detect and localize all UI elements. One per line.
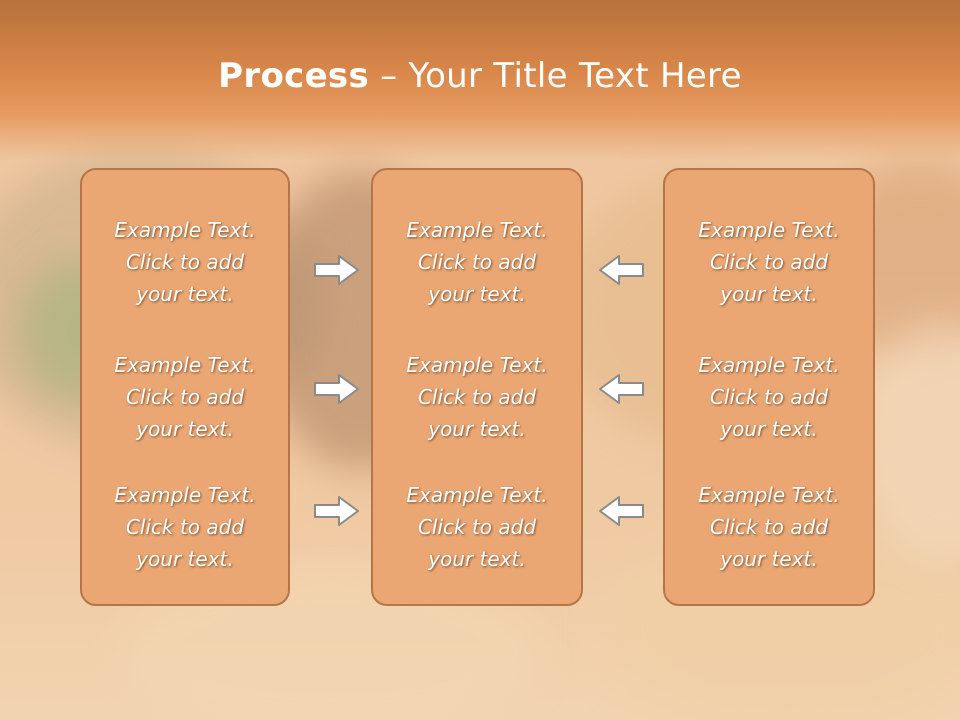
right-arrow-icon [314,255,359,285]
text-line: Click to add [417,385,537,409]
text-line: Click to add [709,250,829,274]
text-line: Example Text. [114,483,256,507]
text-block[interactable]: Example Text. Click to add your text. [665,349,873,445]
left-arrow-icon [599,255,644,285]
text-block[interactable]: Example Text. Click to add your text. [82,479,288,575]
title-bar [0,0,960,160]
text-block[interactable]: Example Text. Click to add your text. [82,349,288,445]
title-rest: – Your Title Text Here [369,56,742,96]
text-block[interactable]: Example Text. Click to add your text. [665,479,873,575]
text-line: Example Text. [698,218,840,242]
text-line: Click to add [709,385,829,409]
text-line: your text. [136,417,234,441]
text-block[interactable]: Example Text. Click to add your text. [373,479,581,575]
text-line: Example Text. [406,218,548,242]
text-block[interactable]: Example Text. Click to add your text. [373,349,581,445]
text-line: your text. [720,547,818,571]
left-arrow-icon [599,374,644,404]
text-line: your text. [428,282,526,306]
text-block[interactable]: Example Text. Click to add your text. [665,214,873,310]
right-arrow-icon [314,496,359,526]
text-line: Click to add [125,250,245,274]
text-line: Example Text. [698,483,840,507]
text-block[interactable]: Example Text. Click to add your text. [373,214,581,310]
text-line: Example Text. [114,353,256,377]
slide-title[interactable]: Process – Your Title Text Here [0,56,960,96]
text-line: Click to add [125,515,245,539]
text-line: Click to add [417,250,537,274]
text-line: your text. [136,282,234,306]
process-box-left[interactable]: Example Text. Click to add your text. Ex… [80,168,290,606]
text-line: Click to add [417,515,537,539]
text-line: Example Text. [114,218,256,242]
right-arrow-icon [314,374,359,404]
text-line: your text. [720,282,818,306]
text-line: Click to add [125,385,245,409]
text-line: your text. [428,547,526,571]
text-line: your text. [136,547,234,571]
title-bold: Process [218,56,370,96]
left-arrow-icon [599,496,644,526]
process-box-right[interactable]: Example Text. Click to add your text. Ex… [663,168,875,606]
text-line: Example Text. [406,353,548,377]
text-line: your text. [720,417,818,441]
text-line: your text. [428,417,526,441]
text-line: Example Text. [698,353,840,377]
process-box-center[interactable]: Example Text. Click to add your text. Ex… [371,168,583,606]
text-line: Example Text. [406,483,548,507]
text-line: Click to add [709,515,829,539]
text-block[interactable]: Example Text. Click to add your text. [82,214,288,310]
